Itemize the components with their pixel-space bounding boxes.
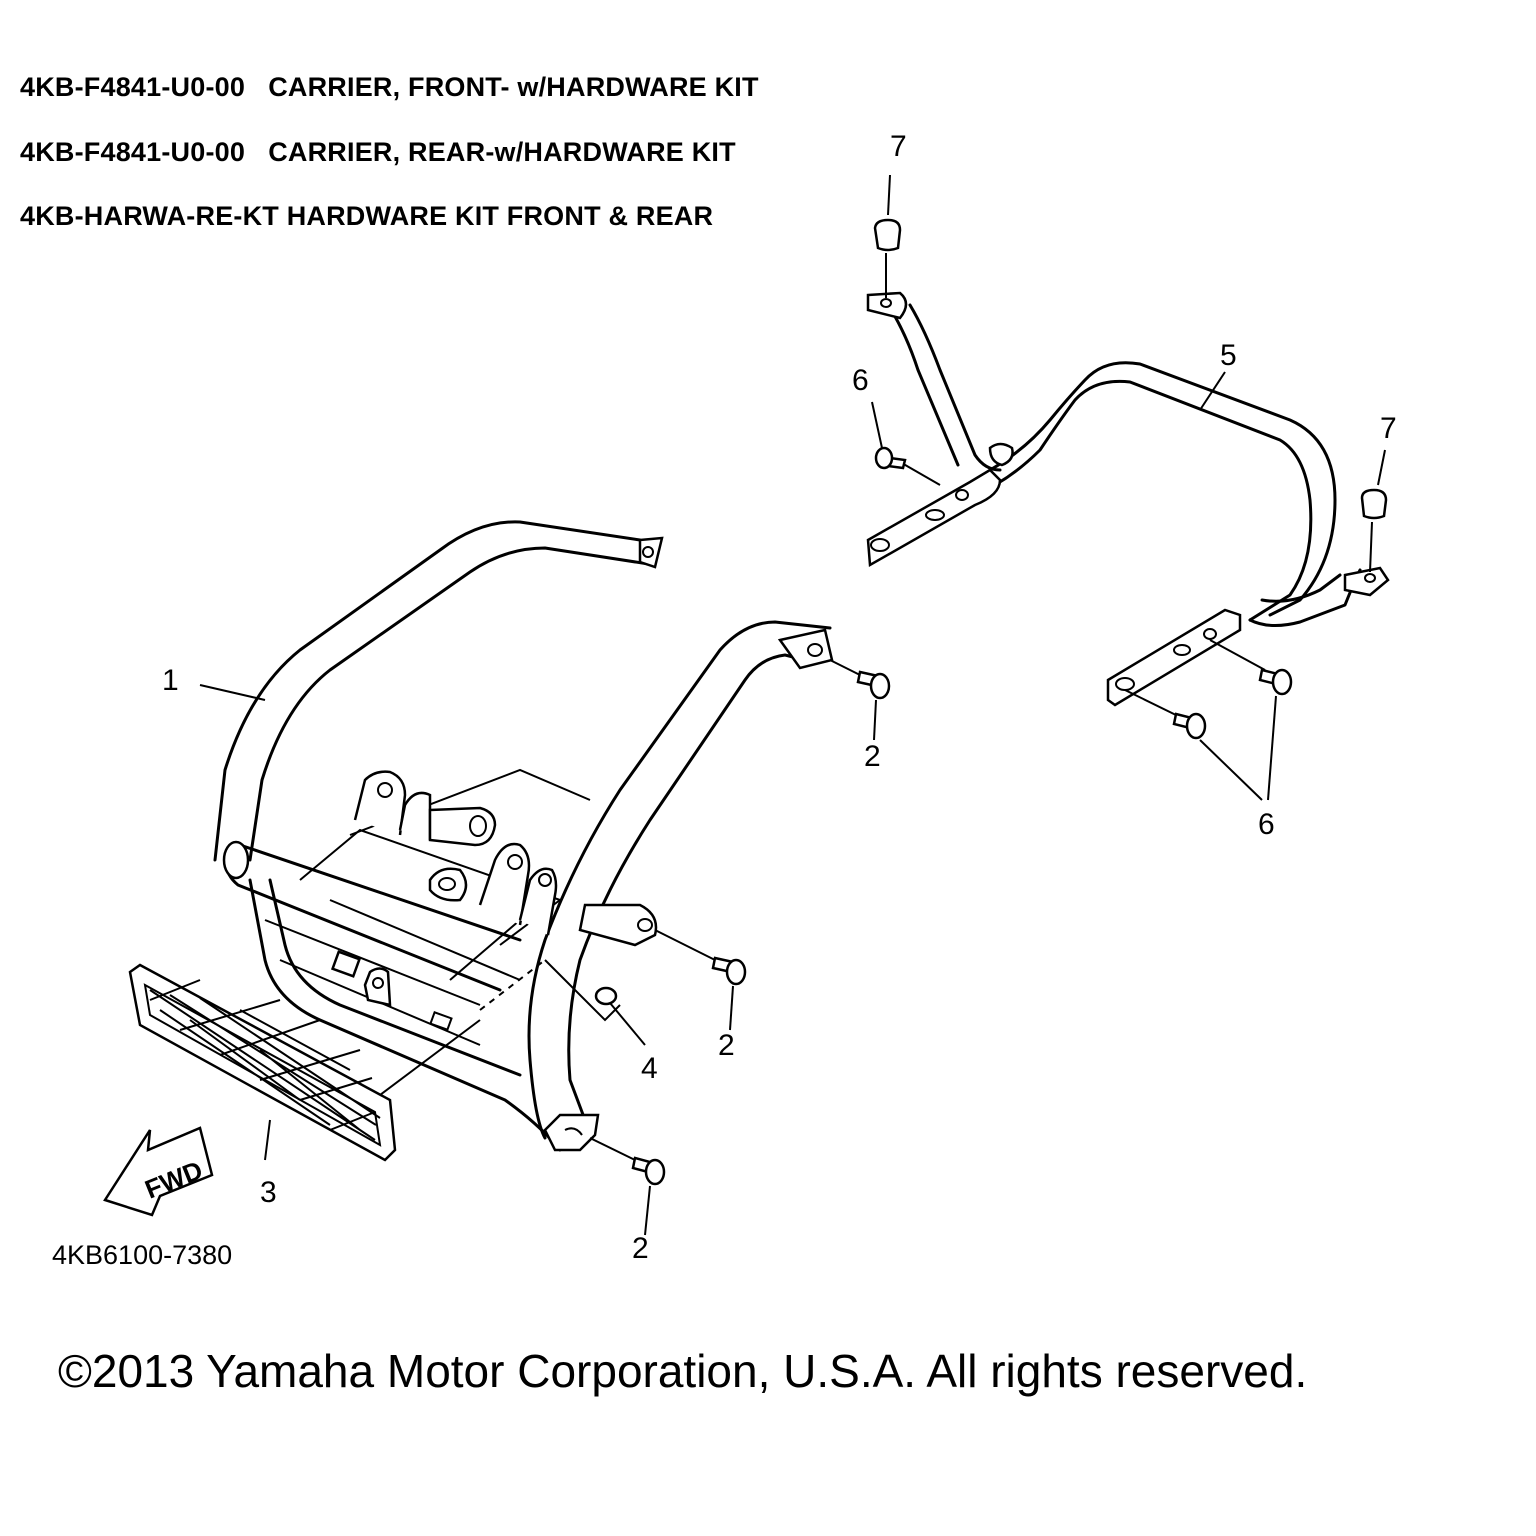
callout-6: 6	[1258, 808, 1275, 841]
flange-bolt-2a	[829, 659, 891, 741]
washer-part-4	[594, 986, 646, 1046]
callout-7: 7	[1380, 412, 1397, 445]
callout-4: 4	[641, 1052, 658, 1085]
flange-bolt-6b	[1209, 639, 1293, 801]
copyright-notice: ©2013 Yamaha Motor Corporation, U.S.A. A…	[58, 1345, 1308, 1397]
kit-line-rear-carrier: 4KB-F4841-U0-00 CARRIER, REAR-w/HARDWARE…	[20, 137, 736, 168]
diagram-reference-number: 4KB6100-7380	[52, 1240, 233, 1270]
callout-2: 2	[632, 1232, 649, 1265]
flange-bolt-2b	[654, 929, 747, 1031]
part-description: CARRIER, REAR-w/HARDWARE KIT	[268, 137, 736, 167]
flange-bolt-2c	[589, 1137, 666, 1236]
front-grille-part-3	[128, 963, 481, 1162]
part-description: HARDWARE KIT FRONT & REAR	[286, 201, 714, 231]
forward-direction-arrow: FWD	[103, 1126, 214, 1217]
part-number: 4KB-F4841-U0-00	[20, 137, 246, 167]
rubber-cap-7b	[1360, 449, 1388, 573]
part-number: 4KB-HARWA-RE-KT	[20, 201, 279, 231]
rubber-cap-7a	[873, 174, 902, 298]
flange-bolt-6c	[1124, 689, 1263, 801]
kit-line-hardware-kit: 4KB-HARWA-RE-KT HARDWARE KIT FRONT & REA…	[20, 201, 713, 232]
callout-2: 2	[718, 1029, 735, 1062]
flange-bolt-6a	[871, 401, 941, 486]
callout-5: 5	[1220, 339, 1237, 372]
front-carrier-frame	[213, 520, 834, 1152]
callout-6: 6	[852, 364, 869, 397]
bolt-set	[199, 174, 1388, 1236]
callout-1: 1	[162, 664, 179, 697]
callout-2: 2	[864, 740, 881, 773]
part-description: CARRIER, FRONT- w/HARDWARE KIT	[268, 72, 759, 102]
kit-line-front-carrier: 4KB-F4841-U0-00 CARRIER, FRONT- w/HARDWA…	[20, 72, 759, 103]
callout-3: 3	[260, 1176, 277, 1209]
callout-7: 7	[890, 130, 907, 163]
part-number: 4KB-F4841-U0-00	[20, 72, 246, 102]
rear-carrier-frame	[866, 291, 1390, 707]
